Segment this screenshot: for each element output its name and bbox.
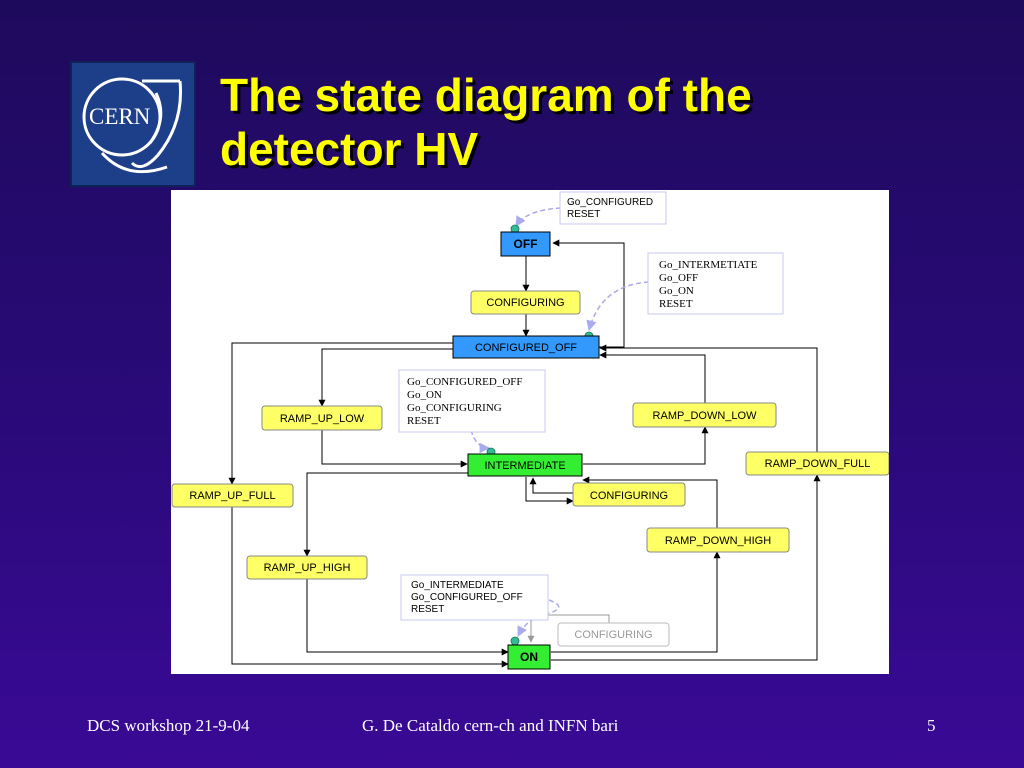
cern-logo: CERN (70, 61, 196, 187)
svg-text:ON: ON (520, 650, 538, 664)
slide-number: 5 (927, 716, 936, 735)
slide-title-line1: The state diagram of the (220, 69, 752, 121)
svg-text:Go_ON: Go_ON (407, 389, 442, 401)
svg-text:RAMP_DOWN_LOW: RAMP_DOWN_LOW (653, 410, 758, 422)
state-configuring-bottom[interactable]: CONFIGURING (557, 622, 670, 647)
transition-ramp-up-high-on (306, 579, 509, 656)
note-connector-configured-off (586, 281, 650, 332)
svg-text:Go_CONFIGURED: Go_CONFIGURED (567, 197, 653, 208)
note-intermediate: Go_CONFIGURED_OFF Go_ON Go_CONFIGURING R… (398, 369, 546, 433)
transition-ramp-up-full-on (231, 507, 509, 668)
cern-logo-icon: CERN (82, 77, 182, 174)
svg-text:Go_CONFIGURING: Go_CONFIGURING (407, 402, 502, 414)
transition-intermediate-ramp-down-low (583, 426, 709, 465)
slide-title-line2: detector HV (220, 123, 479, 175)
slide-title: The state diagram of the detector HV (220, 68, 920, 176)
transition-on-ramp-down-full (551, 474, 821, 661)
note-connector-intermediate (470, 429, 491, 454)
state-diagram-canvas: Go_CONFIGURED RESET Go_INTERMETIATE Go_O… (171, 191, 890, 670)
transition-lines (228, 239, 821, 668)
svg-text:Go_CONFIGURED_OFF: Go_CONFIGURED_OFF (411, 592, 523, 603)
transition-intermediate-configuring (525, 477, 574, 505)
note-connectors (470, 207, 650, 637)
cern-logo-text: CERN (89, 104, 151, 129)
note-configured-off: Go_INTERMETIATE Go_OFF Go_ON RESET (647, 252, 784, 315)
state-ramp-down-full[interactable]: RAMP_DOWN_FULL (745, 451, 890, 476)
svg-text:INTERMEDIATE: INTERMEDIATE (484, 460, 565, 472)
note-on: Go_INTERMEDIATE Go_CONFIGURED_OFF RESET (400, 574, 549, 621)
state-on[interactable]: ON (507, 644, 551, 670)
transition-configuring-intermediate (529, 477, 573, 494)
svg-text:RAMP_UP_FULL: RAMP_UP_FULL (189, 490, 275, 502)
svg-text:Go_CONFIGURED_OFF: Go_CONFIGURED_OFF (407, 376, 523, 388)
transition-on-ramp-down-high (551, 551, 721, 653)
note-off: Go_CONFIGURED RESET (559, 191, 667, 225)
transition-ramp-down-high-intermediate (582, 476, 718, 528)
transition-ramp-down-full-configured-off (599, 344, 818, 452)
svg-text:RESET: RESET (411, 604, 444, 615)
initial-dot-on (510, 636, 520, 646)
transition-configuring-on (527, 614, 610, 643)
state-ramp-up-low[interactable]: RAMP_UP_LOW (261, 405, 383, 431)
svg-text:Go_OFF: Go_OFF (659, 272, 698, 284)
svg-text:RAMP_DOWN_FULL: RAMP_DOWN_FULL (765, 458, 871, 470)
svg-text:RAMP_DOWN_HIGH: RAMP_DOWN_HIGH (665, 535, 771, 547)
svg-text:CONFIGURING: CONFIGURING (486, 297, 564, 309)
svg-text:OFF: OFF (514, 237, 538, 251)
footer-center: G. De Cataldo cern-ch and INFN bari (362, 716, 619, 735)
svg-text:CONFIGURING: CONFIGURING (574, 629, 652, 641)
transition-configured-off-off (552, 239, 625, 348)
svg-text:CONFIGURING: CONFIGURING (590, 490, 668, 502)
note-connector-on (517, 599, 560, 637)
state-ramp-up-high[interactable]: RAMP_UP_HIGH (246, 555, 368, 580)
svg-text:RAMP_UP_LOW: RAMP_UP_LOW (280, 413, 365, 425)
svg-text:Go_ON: Go_ON (659, 285, 694, 297)
state-intermediate[interactable]: INTERMEDIATE (467, 453, 583, 477)
state-off[interactable]: OFF (500, 231, 551, 257)
footer-left: DCS workshop 21-9-04 (87, 716, 250, 735)
state-ramp-down-low[interactable]: RAMP_DOWN_LOW (632, 402, 777, 428)
transition-ramp-up-low-intermediate (321, 429, 468, 468)
transition-ramp-down-low-configured-off (599, 351, 706, 403)
svg-text:RAMP_UP_HIGH: RAMP_UP_HIGH (264, 562, 351, 574)
state-diagram: Go_CONFIGURED RESET Go_INTERMETIATE Go_O… (171, 190, 890, 674)
svg-text:Go_INTERMETIATE: Go_INTERMETIATE (659, 259, 758, 271)
state-ramp-down-high[interactable]: RAMP_DOWN_HIGH (646, 527, 790, 553)
transition-configured-off-ramp-up-low (318, 348, 453, 407)
state-configured-off[interactable]: CONFIGURED_OFF (452, 335, 600, 359)
state-ramp-up-full[interactable]: RAMP_UP_FULL (171, 483, 294, 508)
svg-text:RESET: RESET (407, 415, 441, 427)
svg-text:RESET: RESET (659, 298, 693, 310)
svg-text:RESET: RESET (567, 209, 600, 220)
state-configuring-top[interactable]: CONFIGURING (470, 290, 581, 315)
transition-configured-off-ramp-up-full (228, 342, 453, 485)
transition-intermediate-ramp-up-high (303, 472, 469, 557)
svg-text:Go_INTERMEDIATE: Go_INTERMEDIATE (411, 580, 504, 591)
svg-text:CONFIGURED_OFF: CONFIGURED_OFF (475, 342, 577, 354)
state-configuring-mid[interactable]: CONFIGURING (572, 482, 686, 507)
note-connector-off (515, 207, 562, 227)
